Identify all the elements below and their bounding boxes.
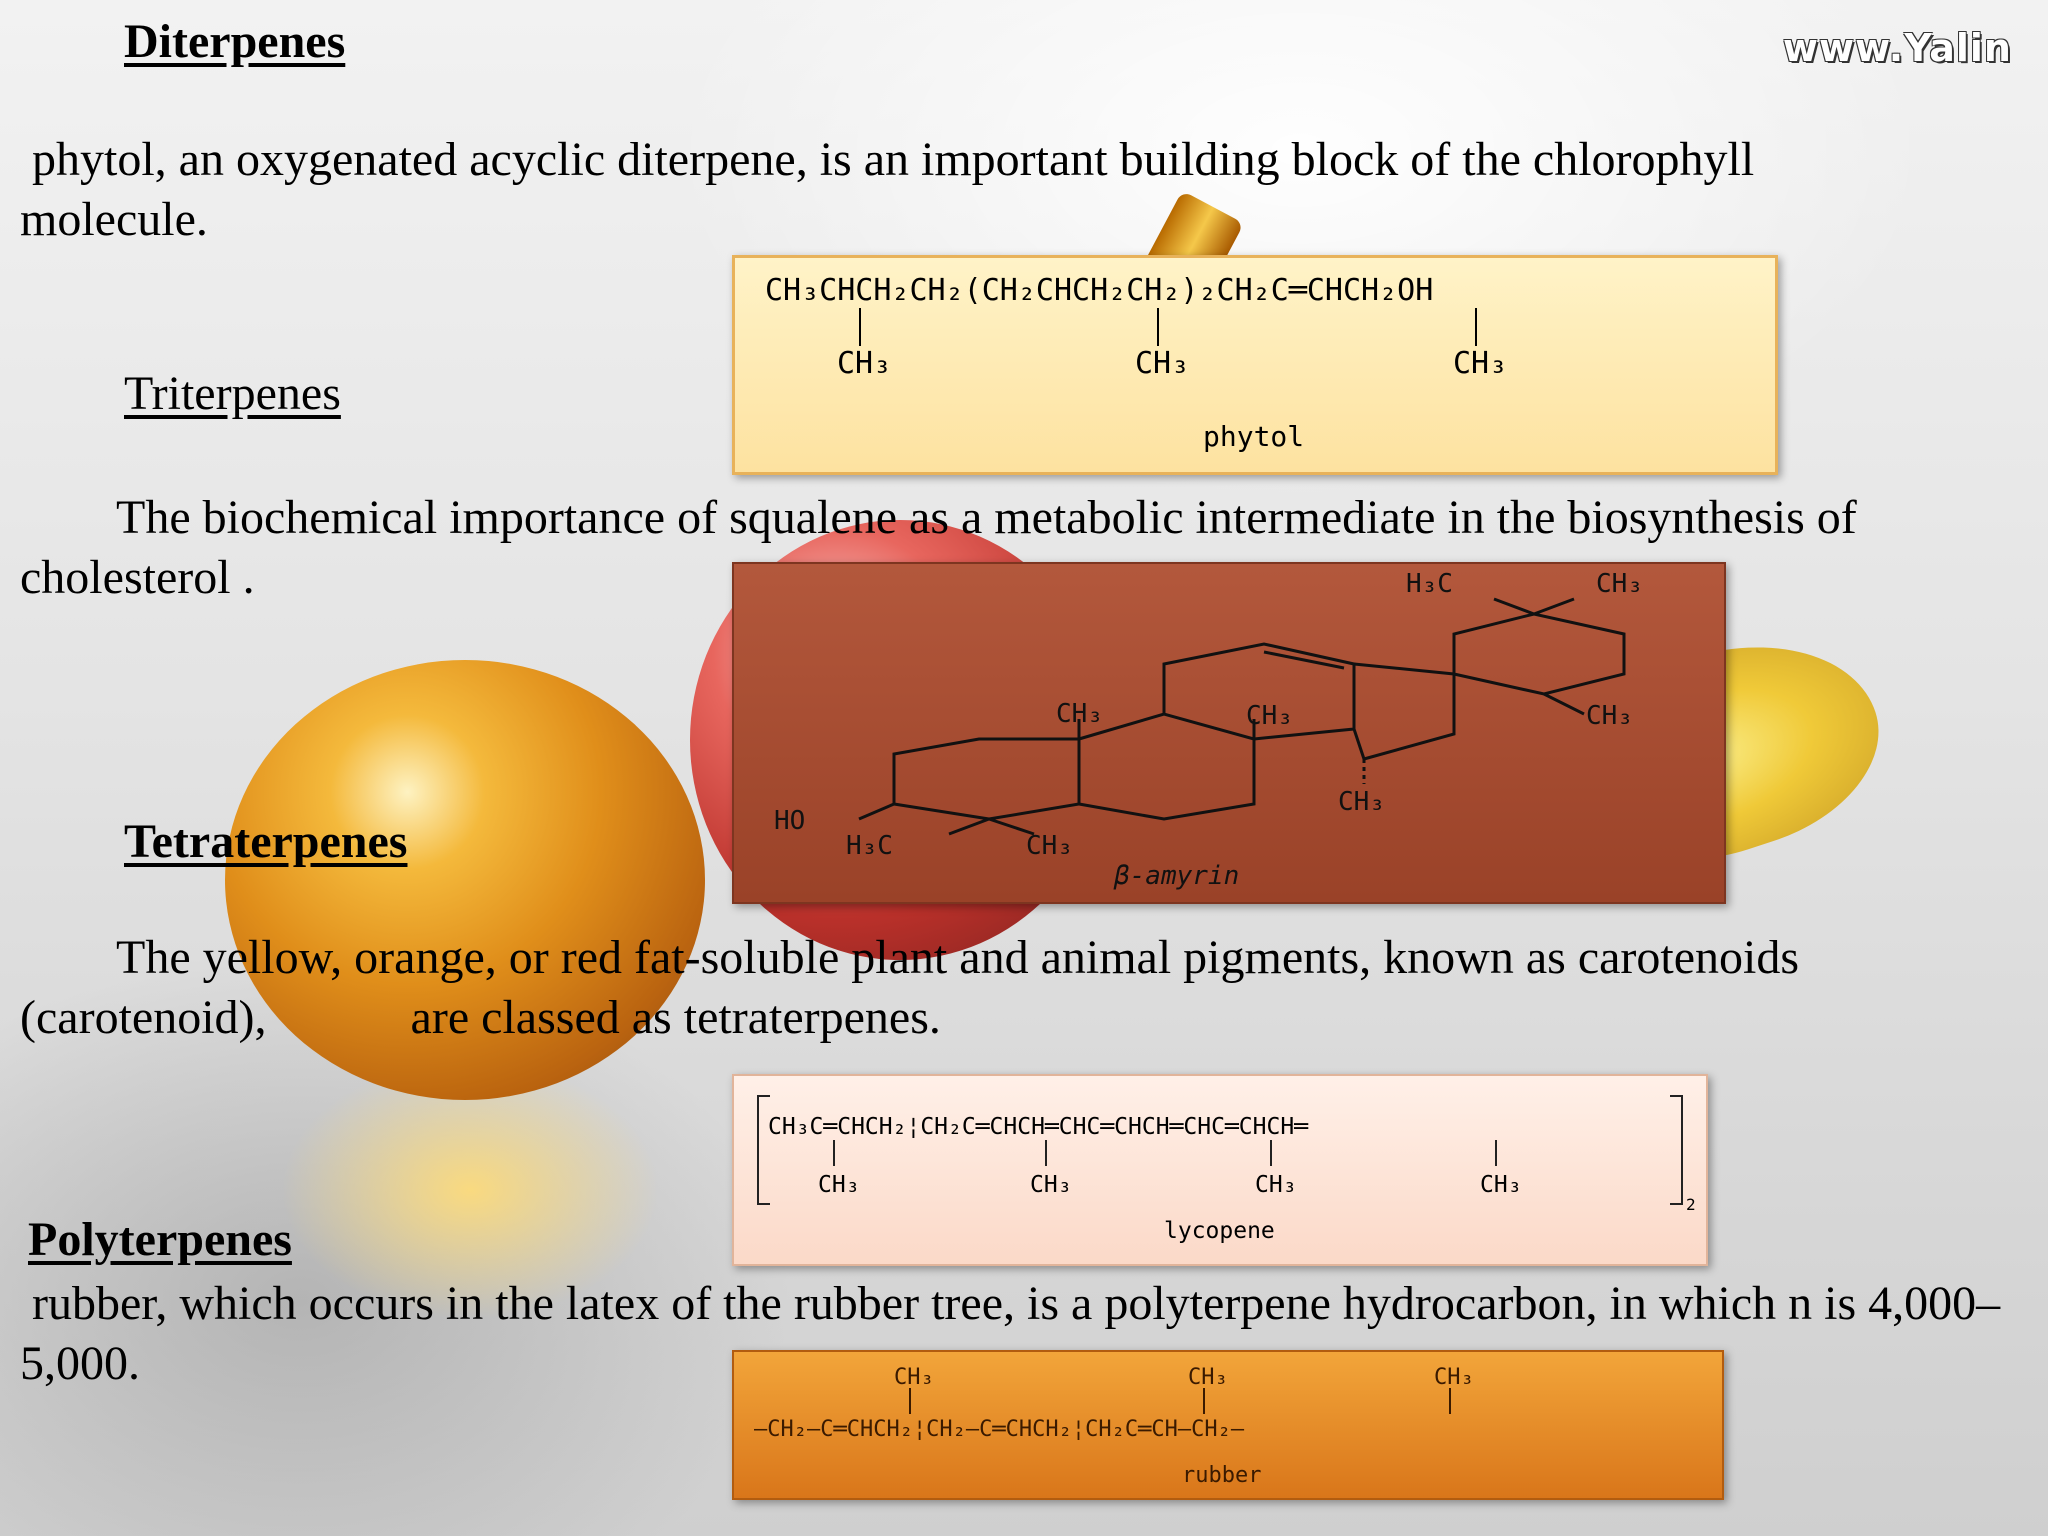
polyterpenes-heading: Polyterpenes	[28, 1213, 292, 1266]
phytol-caption: phytol	[1203, 420, 1304, 453]
triterpenes-heading: Triterpenes	[124, 367, 341, 420]
phytol-branch-2: CH₃	[1135, 346, 1189, 381]
triterpenes-text: The biochemical importance of squalene a…	[20, 491, 1869, 604]
amyrin-gem-methyl-2: CH₃	[1026, 831, 1073, 861]
tetraterpenes-text: The yellow, orange, or red fat-soluble p…	[20, 931, 1812, 1044]
lycopene-branch-3: CH₃	[1255, 1172, 1297, 1198]
amyrin-ring-methyl-1: CH₃	[1056, 699, 1103, 729]
phytol-branch-1: CH₃	[837, 346, 891, 381]
diterpenes-text: phytol, an oxygenated acyclic diterpene,…	[20, 133, 1767, 246]
amyrin-ring-methyl-2: CH₃	[1246, 701, 1293, 731]
rubber-structure-diagram: CH₃ CH₃ CH₃ —CH₂—C═CHCH₂¦CH₂—C═CHCH₂¦CH₂…	[754, 1365, 1474, 1488]
lycopene-caption: lycopene	[1164, 1218, 1275, 1244]
amyrin-structure-diagram: H₃C CH₃ CH₃ CH₃ CH₃ CH₃ HO H₃C CH₃ β-amy…	[774, 569, 1643, 891]
lycopene-branch-2: CH₃	[1030, 1172, 1072, 1198]
rubber-formula: —CH₂—C═CHCH₂¦CH₂—C═CHCH₂¦CH₂C═CH—CH₂—	[754, 1417, 1245, 1442]
tetraterpenes-heading: Tetraterpenes	[124, 815, 408, 868]
background-glow	[280, 1060, 660, 1320]
phytol-structure-box: CH₃CHCH₂CH₂(CH₂CHCH₂CH₂)₂CH₂C═CHCH₂OH CH…	[732, 255, 1778, 475]
lycopene-structure-diagram: CH₃C═CHCH₂¦CH₂C═CHCH═CHC═CHCH═CHC═CHCH═ …	[757, 1095, 1696, 1244]
watermark-logo: www.Yalin	[1782, 26, 2012, 70]
amyrin-top-left-methyl: H₃C	[1406, 569, 1453, 599]
rubber-structure-box: CH₃ CH₃ CH₃ —CH₂—C═CHCH₂¦CH₂—C═CHCH₂¦CH₂…	[732, 1350, 1724, 1500]
polyterpenes-text: rubber, which occurs in the latex of the…	[20, 1277, 2001, 1390]
rubber-caption: rubber	[1182, 1463, 1261, 1488]
amyrin-dashed-methyl: CH₃	[1338, 787, 1385, 817]
rubber-branch-2: CH₃	[1188, 1365, 1228, 1390]
phytol-branch-3: CH₃	[1453, 346, 1507, 381]
amyrin-top-right-methyl: CH₃	[1596, 569, 1643, 599]
lycopene-branch-1: CH₃	[818, 1172, 860, 1198]
rubber-branch-3: CH₃	[1434, 1365, 1474, 1390]
diterpenes-heading: Diterpenes	[124, 15, 346, 68]
lycopene-formula: CH₃C═CHCH₂¦CH₂C═CHCH═CHC═CHCH═CHC═CHCH═	[768, 1114, 1309, 1140]
phytol-structure-diagram: CH₃CHCH₂CH₂(CH₂CHCH₂CH₂)₂CH₂C═CHCH₂OH CH…	[765, 273, 1507, 453]
rubber-branch-1: CH₃	[894, 1365, 934, 1390]
lycopene-subscript: 2	[1686, 1195, 1696, 1214]
amyrin-hydroxyl: HO	[774, 806, 805, 836]
amyrin-structure-box: H₃C CH₃ CH₃ CH₃ CH₃ CH₃ HO H₃C CH₃ β-amy…	[732, 562, 1726, 904]
amyrin-right-methyl: CH₃	[1586, 701, 1633, 731]
background-orange-ball	[225, 660, 705, 1100]
amyrin-gem-methyl-1: H₃C	[846, 831, 893, 861]
phytol-formula: CH₃CHCH₂CH₂(CH₂CHCH₂CH₂)₂CH₂C═CHCH₂OH	[765, 273, 1433, 308]
amyrin-caption: β-amyrin	[1113, 861, 1239, 891]
lycopene-branch-4: CH₃	[1480, 1172, 1522, 1198]
lycopene-structure-box: CH₃C═CHCH₂¦CH₂C═CHCH═CHC═CHCH═CHC═CHCH═ …	[732, 1074, 1708, 1266]
